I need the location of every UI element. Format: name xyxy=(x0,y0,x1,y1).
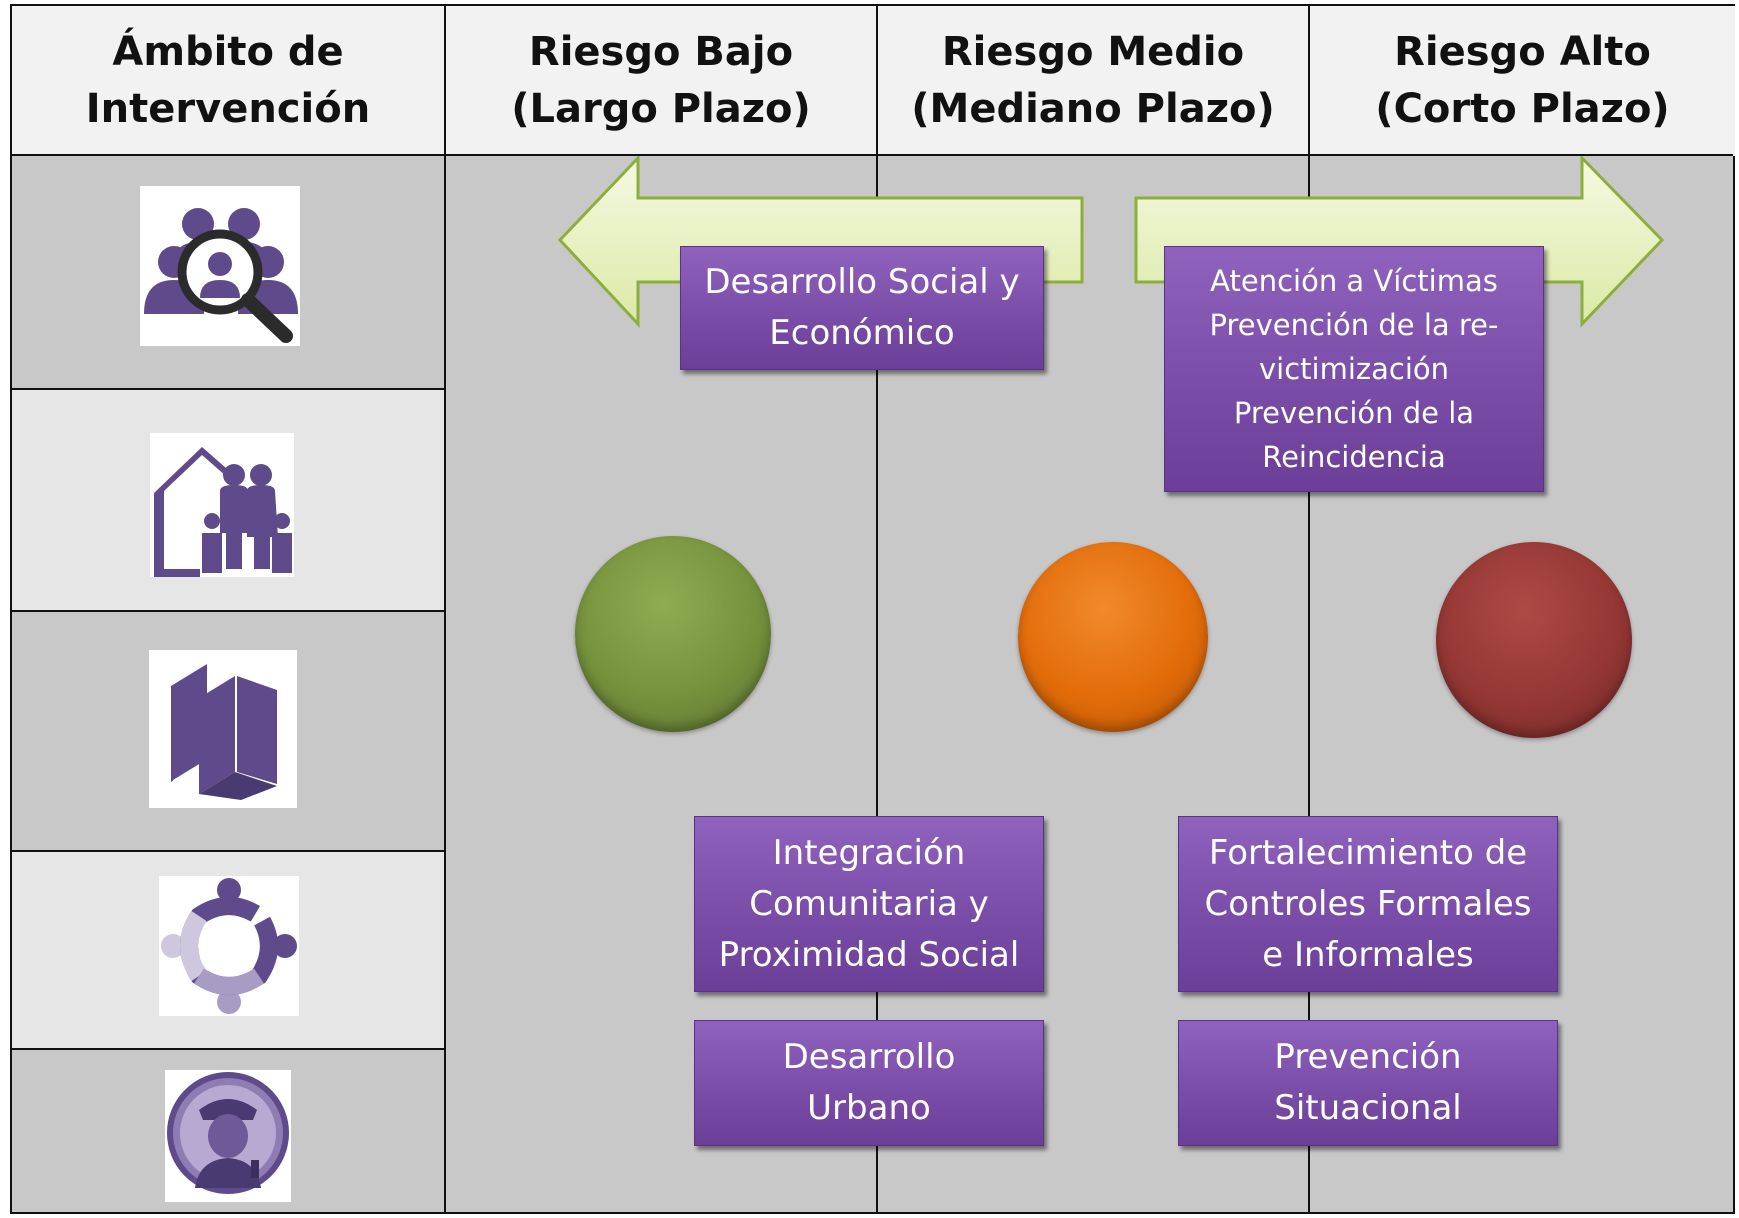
box-desarrollo-urbano-line1: Desarrollo xyxy=(782,1037,956,1077)
community-circle-icon xyxy=(159,876,299,1016)
row-divider-4 xyxy=(12,1048,444,1050)
header-scope: Ámbito de Intervención xyxy=(12,6,444,156)
row-divider-3 xyxy=(12,850,444,852)
header-low-risk: Riesgo Bajo (Largo Plazo) xyxy=(446,6,876,156)
box-desarrollo-urbano: Desarrollo Urbano xyxy=(694,1020,1044,1146)
box-atencion-line1: Atención a Víctimas xyxy=(1210,264,1498,298)
low-risk-ball xyxy=(575,536,771,732)
header-medium-risk-line2: (Mediano Plazo) xyxy=(911,86,1275,132)
box-atencion-line3: victimización xyxy=(1258,352,1449,386)
box-integracion-line1: Integración xyxy=(772,832,966,873)
high-risk-ball xyxy=(1436,542,1632,738)
box-fortalecimiento-controles: Fortalecimiento de Controles Formales e … xyxy=(1178,816,1558,992)
header-high-risk: Riesgo Alto (Corto Plazo) xyxy=(1310,6,1735,156)
left-arrow-icon xyxy=(558,156,1084,328)
header-medium-risk: Riesgo Medio (Mediano Plazo) xyxy=(878,6,1308,156)
row-divider-1 xyxy=(12,388,444,390)
box-integracion-line2: Comunitaria y xyxy=(749,883,989,924)
family-home-icon xyxy=(150,433,294,577)
box-fortalecimiento-line1: Fortalecimiento de xyxy=(1208,832,1528,873)
box-fortalecimiento-line2: Controles Formales xyxy=(1204,883,1532,924)
box-atencion-line2: Prevención de la re- xyxy=(1209,308,1499,342)
box-desarrollo-social-line1: Desarrollo Social y xyxy=(704,262,1020,302)
box-atencion-victimas: Atención a Víctimas Prevención de la re-… xyxy=(1164,246,1544,492)
box-desarrollo-urbano-line2: Urbano xyxy=(807,1088,931,1128)
header-high-risk-line1: Riesgo Alto xyxy=(1394,29,1651,75)
box-atencion-line5: Reincidencia xyxy=(1262,440,1446,474)
header-scope-line1: Ámbito de xyxy=(112,29,344,75)
header-divider xyxy=(12,154,1733,156)
box-desarrollo-social: Desarrollo Social y Económico xyxy=(680,246,1044,370)
medium-risk-ball xyxy=(1018,542,1208,732)
box-desarrollo-social-line2: Económico xyxy=(769,313,955,353)
box-integracion-line3: Proximidad Social xyxy=(718,934,1020,975)
box-prevencion-situacional: Prevención Situacional xyxy=(1178,1020,1558,1146)
risk-table: Ámbito de Intervención Riesgo Bajo (Largo … xyxy=(10,4,1735,1214)
right-arrow-icon xyxy=(1134,156,1664,328)
people-search-icon xyxy=(140,186,300,346)
box-fortalecimiento-line3: e Informales xyxy=(1262,934,1474,975)
column-divider-2 xyxy=(876,6,878,1212)
police-officer-icon xyxy=(165,1070,291,1202)
box-integracion-comunitaria: Integración Comunitaria y Proximidad Soc… xyxy=(694,816,1044,992)
box-prevencion-situacional-line2: Situacional xyxy=(1274,1088,1462,1128)
column-divider-1 xyxy=(444,6,446,1212)
box-prevencion-situacional-line1: Prevención xyxy=(1274,1037,1462,1077)
books-icon xyxy=(149,650,297,808)
row-divider-2 xyxy=(12,610,444,612)
header-low-risk-line2: (Largo Plazo) xyxy=(511,86,811,132)
header-medium-risk-line1: Riesgo Medio xyxy=(941,29,1245,75)
header-high-risk-line2: (Corto Plazo) xyxy=(1375,86,1670,132)
column-divider-3 xyxy=(1308,6,1310,1212)
header-scope-line2: Intervención xyxy=(85,86,371,132)
header-low-risk-line1: Riesgo Bajo xyxy=(528,29,794,75)
box-atencion-line4: Prevención de la xyxy=(1233,396,1475,430)
